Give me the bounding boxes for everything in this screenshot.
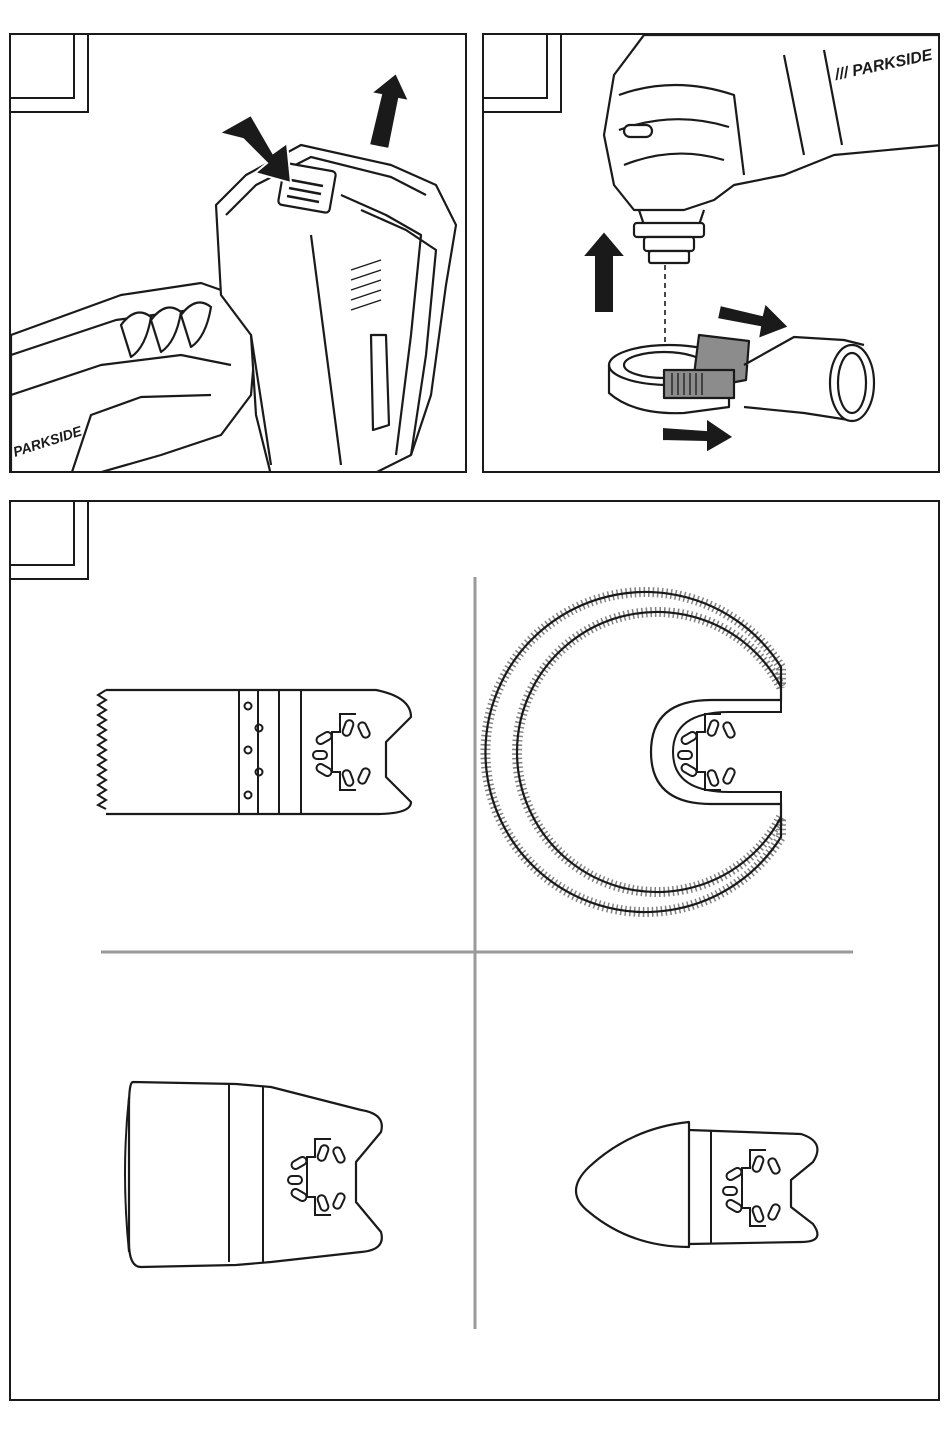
segment-blade-icon	[485, 592, 781, 912]
figure-panel-a: PARKSIDE	[9, 33, 467, 473]
figure-number-box	[9, 500, 75, 566]
figure-number	[11, 35, 72, 96]
press-arrow	[219, 115, 291, 183]
figure-number-box	[9, 33, 75, 99]
figure-panel-b: /// PARKSIDE	[482, 33, 940, 473]
lift-arrow	[369, 73, 409, 149]
push-arrow-bottom	[662, 418, 734, 453]
figure-panel-c	[9, 500, 940, 1401]
figure-number	[484, 35, 545, 96]
plunge-saw-blade-icon	[98, 690, 411, 814]
blades-illustration	[11, 502, 940, 1401]
up-arrow	[582, 231, 626, 313]
scraper-blade-icon	[125, 1082, 382, 1267]
figure-number	[11, 502, 72, 563]
figure-number-box	[482, 33, 548, 99]
push-arrow-top	[717, 303, 789, 339]
sanding-pad-icon	[576, 1122, 817, 1247]
